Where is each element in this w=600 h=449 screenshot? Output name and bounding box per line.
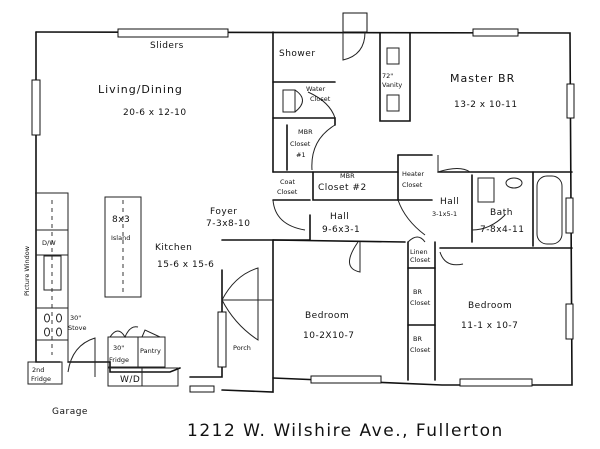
picture-window-label: Picture Window [23, 245, 31, 296]
kitchen-label: Kitchen [155, 243, 192, 253]
fridge-label-2: Fridge [109, 356, 129, 364]
second-fridge-label-2: Fridge [31, 375, 51, 383]
heater-closet-label: Heater [402, 170, 424, 178]
bath-label: Bath [490, 208, 513, 218]
kitchen-size: 15-6 x 15-6 [157, 260, 214, 270]
stove-burners-icon [44, 313, 62, 337]
stove-label: 30" [70, 314, 81, 322]
fixtures [282, 47, 563, 245]
dishwasher-label: D/W [42, 239, 56, 247]
living-dining-size: 20-6 x 12-10 [123, 108, 187, 118]
island-label: 8x3 [112, 215, 130, 225]
hall-label: Hall [330, 212, 349, 222]
porch-label: Porch [233, 344, 251, 352]
linen-closet-label-2: Closet [410, 256, 431, 264]
toilet-icon [477, 177, 495, 203]
hall-small-label: Hall [440, 197, 459, 207]
sink-icon [386, 94, 400, 112]
br-closet-2-label-2: Closet [410, 346, 431, 354]
mbr-closet-2-label: MBR [340, 172, 355, 180]
toilet-icon [282, 89, 296, 113]
mbr-closet-2-label-2: Closet #2 [318, 183, 367, 193]
water-closet-label-2: Closet [310, 95, 331, 103]
bedroom-left-size: 10-2X10-7 [303, 331, 355, 341]
br-closet-1-label: BR [413, 288, 422, 296]
coat-closet-label-2: Closet [277, 188, 298, 196]
br-closet-2-label: BR [413, 335, 422, 343]
doors [67, 31, 506, 377]
heater-closet-label-2: Closet [402, 181, 423, 189]
vanity-label: 72" [382, 72, 393, 80]
linen-closet-label: Linen [410, 248, 428, 256]
shower-label: Shower [279, 49, 316, 59]
vanity-label-2: Vanity [382, 81, 402, 89]
island-label-2: Island [111, 234, 130, 242]
garage-label: Garage [52, 407, 88, 417]
coat-closet-label: Coat [280, 178, 295, 186]
fridge-label: 30" [113, 344, 124, 352]
foyer-label: Foyer [210, 207, 237, 217]
toilet-bowl-icon [294, 89, 303, 113]
sink-icon [386, 47, 400, 65]
hall-size: 9-6x3-1 [322, 225, 360, 235]
master-br-size: 13-2 x 10-11 [454, 100, 518, 110]
labels: Sliders Living/Dining 20-6 x 12-10 Showe… [23, 41, 524, 441]
living-dining-label: Living/Dining [98, 83, 183, 96]
windows [31, 12, 575, 393]
walls [27, 31, 573, 393]
bedroom-left-label: Bedroom [305, 311, 349, 321]
bedroom-right-label: Bedroom [468, 301, 512, 311]
second-fridge-label: 2nd [32, 366, 44, 374]
master-br-label: Master BR [450, 72, 515, 85]
sliders-label: Sliders [150, 41, 184, 51]
bath-sink-icon [505, 177, 523, 189]
mbr-closet-1-label: MBR [298, 128, 313, 136]
water-closet-label: Water [306, 85, 326, 93]
pantry-label: Pantry [140, 347, 161, 355]
stove-label-2: Stove [68, 324, 87, 332]
bedroom-right-size: 11-1 x 10-7 [461, 321, 518, 331]
br-closet-1-label-2: Closet [410, 299, 431, 307]
address-title: 1212 W. Wilshire Ave., Fullerton [187, 421, 504, 441]
foyer-size: 7-3x8-10 [206, 219, 250, 229]
washer-dryer-label: W/D [120, 375, 140, 385]
mbr-closet-1-label-2: Closet [290, 140, 311, 148]
bathtub-icon [536, 175, 563, 245]
bath-size: 7-8x4-11 [480, 225, 524, 235]
mbr-closet-1-label-3: #1 [296, 151, 306, 159]
hall-small-size: 3-1x5-1 [432, 210, 457, 218]
